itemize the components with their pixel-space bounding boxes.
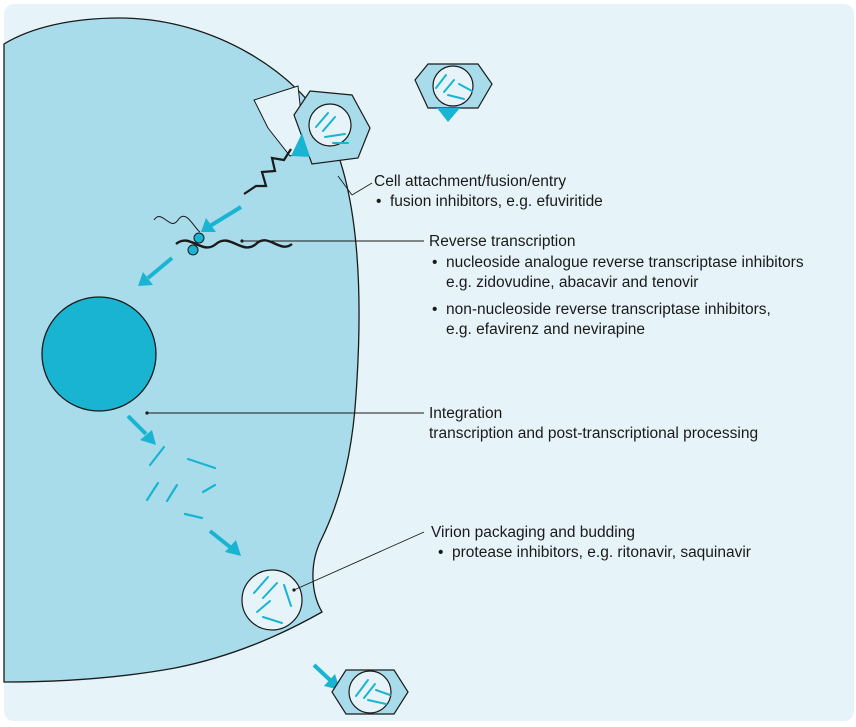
label-integration-subtitle: transcription and post-transcriptional p… bbox=[429, 425, 759, 442]
label-rt-item2-sub: e.g. efavirenz and nevirapine bbox=[446, 321, 646, 338]
label-attachment-item: fusion inhibitors, e.g. efuviritide bbox=[376, 192, 603, 212]
label-rt-item1: nucleoside analogue reverse transcriptas… bbox=[432, 253, 804, 273]
viral-rna-zigzag bbox=[243, 148, 292, 195]
label-budding-item: protease inhibitors, e.g. ritonavir, saq… bbox=[438, 543, 751, 563]
label-rt-item2: non-nucleoside reverse transcriptase inh… bbox=[432, 300, 771, 320]
label-attachment-title: Cell attachment/fusion/entry bbox=[374, 173, 567, 190]
attaching-virion bbox=[253, 85, 373, 196]
viral-rna-fragments bbox=[145, 445, 217, 520]
label-integration-title: Integration bbox=[429, 405, 503, 422]
label-rt-item1-sub: e.g. zidovudine, abacavir and tenovir bbox=[446, 274, 699, 291]
budding-virion bbox=[241, 569, 303, 631]
nucleus bbox=[41, 296, 157, 412]
rna-strand bbox=[153, 215, 201, 233]
reverse-transcriptase-enzyme-2 bbox=[187, 244, 199, 256]
label-budding-title: Virion packaging and budding bbox=[431, 524, 635, 541]
reverse-transcriptase-enzyme bbox=[193, 232, 205, 244]
dna-strand bbox=[175, 239, 293, 249]
leader-lines bbox=[145, 239, 425, 592]
label-rt-title: Reverse transcription bbox=[429, 233, 576, 250]
host-cell bbox=[3, 17, 360, 683]
free-virion-top bbox=[414, 63, 493, 122]
released-virion bbox=[331, 669, 409, 715]
